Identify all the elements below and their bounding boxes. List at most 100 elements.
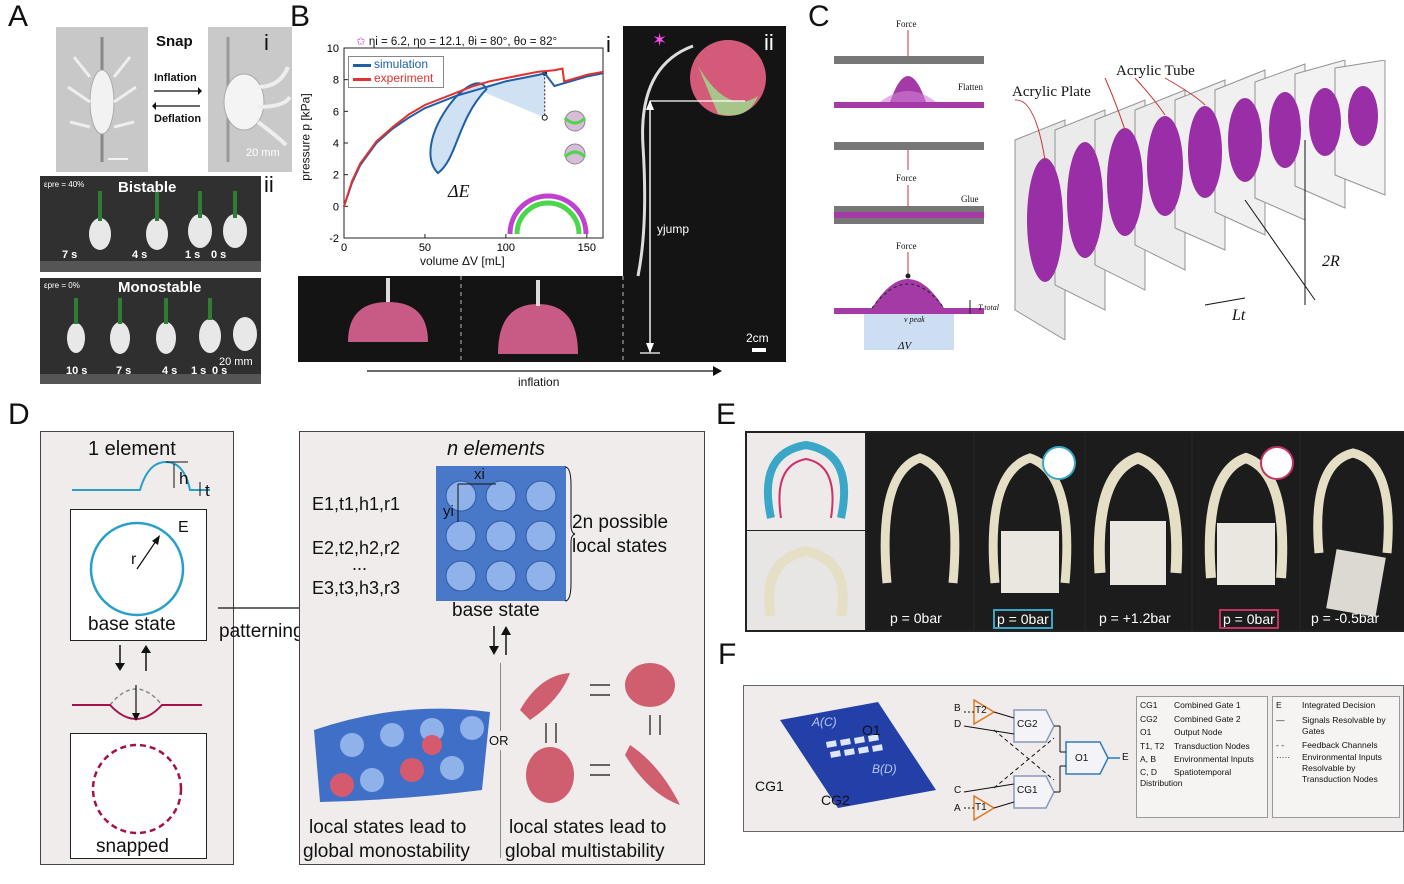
monostable-photo (40, 278, 261, 384)
gripper-frame-3 (1086, 433, 1191, 630)
panel-a-i-label: i (264, 30, 269, 55)
xi-label: xi (474, 466, 485, 483)
scale-bar-ii: 20 mm (219, 356, 253, 368)
transduction-t1: T1 (975, 802, 987, 813)
x-tick-label-2: 100 (497, 242, 515, 254)
panel-b-letter: B (290, 0, 311, 33)
multi-caption-1: local states lead to (509, 817, 667, 838)
gripper-photo-before (56, 27, 148, 172)
flatten-label: Flatten (958, 82, 983, 92)
panel-d-letter: D (8, 398, 30, 431)
acrylic-tube-label: Acrylic Tube (1116, 63, 1195, 79)
bistable-photo (40, 176, 261, 272)
states-brace (564, 466, 576, 602)
panel-f-letter: F (718, 638, 737, 671)
transduction-t2: T2 (975, 705, 987, 716)
panel-a-i: Snap Inflation Deflation 20 mm (40, 25, 292, 175)
series-point-experiment-19 (602, 70, 604, 73)
inset-shell-inner (514, 200, 582, 235)
mono-caption-2: global monostability (303, 841, 470, 862)
series-line-experiment (343, 67, 604, 207)
bistable-time-1: 4 s (132, 249, 148, 261)
input-b: B (954, 703, 961, 714)
a-c-label: A(C) (812, 715, 837, 729)
sheet-cg1-label: CG1 (755, 778, 784, 794)
panel-e-letter: E (716, 398, 737, 431)
inset-state-2-green (563, 150, 587, 159)
yjump-arrow (640, 100, 745, 354)
y-tick-label-4: 6 (333, 106, 339, 118)
multi-caption-2: global multistability (505, 841, 665, 862)
acrylic-assembly-illustration (1014, 60, 1386, 340)
monostable-time-4: 0 s (212, 365, 228, 377)
y-tick-label-1: 0 (333, 201, 339, 213)
element-profile (72, 460, 210, 496)
chart-ylabel: pressure p [kPa] (298, 93, 313, 181)
inset-state-2 (564, 143, 586, 165)
chart-xlabel: volume ΔV [mL] (420, 254, 505, 268)
series-point-simulation-14 (543, 72, 546, 75)
gate-o1: O1 (1075, 753, 1089, 764)
series-point-experiment-6 (424, 104, 426, 106)
chart-params: ✩ ηi = 6.2, ηo = 12.1, θi = 80°, θo = 82… (356, 36, 558, 48)
y-tick-label-5: 8 (333, 75, 339, 87)
two-r-label: 2R (1322, 253, 1340, 270)
series-point-experiment-5 (407, 113, 410, 116)
pressure-label-5: p = -0.5bar (1311, 610, 1380, 626)
star-marker-photo: ✶ (652, 30, 668, 50)
series-point-experiment-18 (585, 74, 588, 76)
bistable-time-2: 1 s (185, 249, 201, 261)
force-label-3: Force (896, 241, 917, 251)
series-point-experiment-15 (561, 67, 564, 70)
divider-line (500, 663, 501, 858)
panel-a-letter: A (8, 0, 29, 33)
t-label: t (205, 481, 210, 500)
t-total-label: T total (978, 303, 999, 312)
delta-e-label: ΔE (448, 181, 470, 201)
base-snap-arrows (489, 626, 511, 655)
series-point-simulation-7 (440, 100, 443, 103)
base-state-right-label: base state (452, 600, 540, 621)
jump-point-bottom (541, 114, 548, 121)
series-point-experiment-16 (563, 80, 566, 83)
y-tick-label-0: -2 (329, 233, 339, 245)
series-point-simulation-8 (456, 94, 459, 97)
inset-shell-outer (507, 193, 589, 235)
gate-cg1: CG1 (1017, 785, 1038, 796)
monostable-time-1: 7 s (116, 365, 132, 377)
snap-label: Snap (156, 33, 193, 50)
gripper-photo-small (747, 531, 865, 630)
series-point-experiment-9 (472, 85, 475, 87)
scale-bar-b-line (752, 348, 766, 352)
series-point-experiment-3 (375, 140, 378, 143)
series-point-simulation-10 (488, 85, 491, 87)
pressure-label-2: p = 0bar (993, 609, 1053, 629)
patterned-sheet (780, 702, 936, 808)
y-tick-label-3: 4 (333, 138, 339, 150)
pressure-label-1: p = 0bar (890, 610, 942, 626)
series-point-simulation-15 (553, 85, 556, 87)
series-point-simulation-11 (504, 80, 507, 83)
legend-swatch-experiment (353, 78, 371, 81)
bistable-time-3: 0 s (211, 249, 227, 261)
energy-loop (429, 82, 488, 175)
param-row-2: E2,t2,h2,r2 (312, 538, 401, 558)
sheet-cg2-label: CG2 (821, 792, 850, 808)
bistable-time-0: 7 s (62, 249, 78, 261)
inflation-label: Inflation (154, 72, 197, 84)
one-element-label: 1 element (88, 438, 176, 460)
legend-swatch-simulation (353, 64, 371, 67)
legend-left-box (1136, 696, 1268, 818)
patterning-label: patterning (219, 621, 304, 642)
series-point-experiment-13 (537, 70, 540, 73)
snapping-mechanism-diagram (834, 30, 984, 350)
monostable-surface (314, 708, 490, 802)
snapped-label: snapped (96, 836, 169, 857)
glue-label: Glue (961, 194, 979, 204)
legend-right-box (1272, 696, 1400, 818)
yi-label: yi (443, 503, 454, 520)
param-row-3: E3,t3,h3,r3 (312, 578, 401, 598)
series-point-experiment-4 (391, 126, 394, 129)
